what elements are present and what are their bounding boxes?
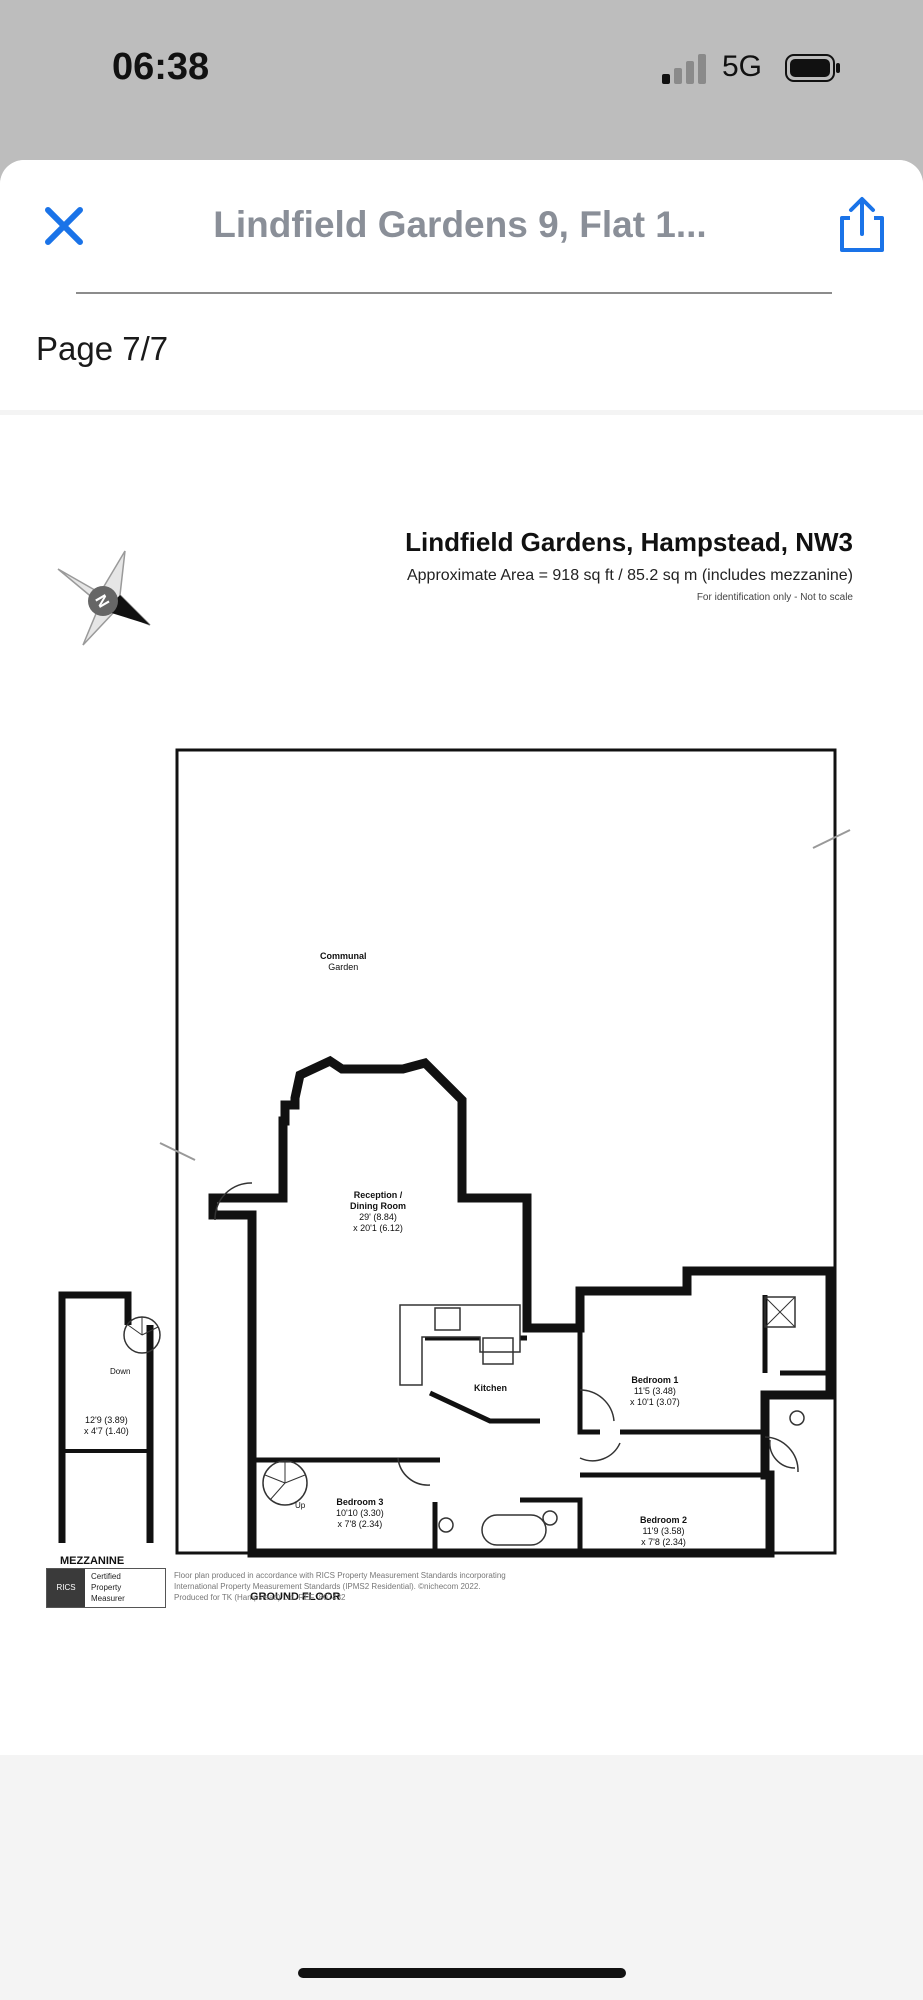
document-sheet: Lindfield Gardens 9, Flat 1... Page 7/7 …	[0, 160, 923, 2000]
battery-icon	[785, 54, 840, 82]
label-stairs-down: Down	[110, 1367, 131, 1376]
floorplan-title: Lindfield Gardens, Hampstead, NW3	[405, 527, 853, 557]
header-divider	[76, 292, 832, 294]
floorplan-footer: Floor plan produced in accordance with R…	[174, 1571, 506, 1602]
compass-icon: N	[57, 550, 151, 646]
home-indicator[interactable]	[298, 1968, 626, 1978]
page-indicator: Page 7/7	[36, 330, 169, 367]
status-bar: 06:38 5G	[0, 0, 923, 140]
document-title: Lindfield Gardens 9, Flat 1...	[213, 204, 707, 245]
network-type: 5G	[722, 50, 763, 83]
mezzanine-walls	[58, 1291, 154, 1543]
share-icon[interactable]	[836, 196, 888, 254]
kitchen-counter	[399, 1304, 521, 1386]
status-time: 06:38	[112, 46, 210, 88]
floorplan-area: Approximate Area = 918 sq ft / 85.2 sq m…	[406, 567, 853, 584]
floorplan-drawing: N	[57, 550, 851, 1558]
viewer-header: Lindfield Gardens 9, Flat 1... Page 7/7	[0, 160, 923, 410]
rics-logo: RICS	[47, 1569, 85, 1607]
bathtub	[481, 1514, 547, 1546]
floorplan-page[interactable]: Lindfield Gardens, Hampstead, NW3 Approx…	[0, 415, 923, 1755]
viewer-bottom-area	[0, 1758, 923, 2000]
ground-floor-walls	[208, 1055, 835, 1558]
label-floor-ground: GROUND FLOOR	[250, 1591, 341, 1603]
label-kitchen: Kitchen	[474, 1383, 508, 1393]
signal-bars-icon	[662, 54, 706, 84]
label-stairs-up: Up	[295, 1501, 306, 1510]
label-mezzanine-room: 12'9 (3.89)x 4'7 (1.40)	[84, 1415, 129, 1436]
floorplan-note: For identification only - Not to scale	[696, 592, 853, 603]
label-floor-mezzanine: MEZZANINE	[60, 1555, 125, 1567]
shower-tray	[764, 1296, 796, 1328]
close-icon[interactable]	[40, 202, 88, 250]
